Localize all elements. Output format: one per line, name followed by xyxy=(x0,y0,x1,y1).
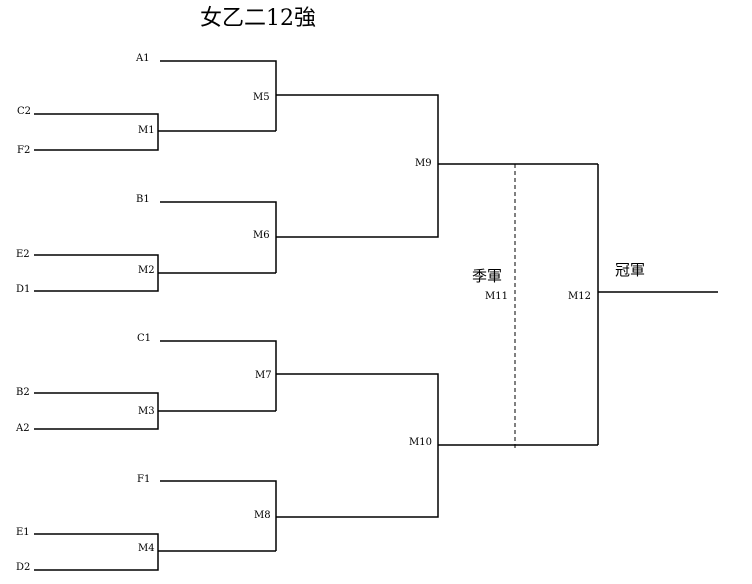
line-m1-entrants xyxy=(34,113,159,151)
bracket-title: 女乙二12強 xyxy=(200,6,316,31)
line-c1 xyxy=(160,340,277,411)
match-m5: M5 xyxy=(253,92,270,103)
third-place-label: 季軍 xyxy=(472,267,502,285)
line-b1 xyxy=(160,201,277,273)
match-m10: M10 xyxy=(409,437,432,448)
line-a1 xyxy=(160,60,277,131)
seed-f2: F2 xyxy=(17,145,30,156)
champion-label: 冠軍 xyxy=(615,261,645,279)
seed-c1: C1 xyxy=(137,333,151,344)
match-m3: M3 xyxy=(138,406,155,417)
line-m4-entrants xyxy=(34,533,159,571)
match-m7: M7 xyxy=(255,370,272,381)
seed-c2: C2 xyxy=(17,106,31,117)
seed-d2: D2 xyxy=(16,562,30,573)
match-m8: M8 xyxy=(254,510,271,521)
seed-f1: F1 xyxy=(137,474,150,485)
seed-a2: A2 xyxy=(15,423,30,434)
match-m12: M12 xyxy=(568,291,591,302)
line-f1 xyxy=(160,480,277,551)
seed-d1: D1 xyxy=(16,284,30,295)
seed-b1: B1 xyxy=(136,194,150,205)
seed-b2: B2 xyxy=(16,387,30,398)
seed-e2: E2 xyxy=(16,249,30,260)
line-m5-m6-to-m9 xyxy=(276,94,439,238)
match-m11: M11 xyxy=(485,291,508,302)
match-m2: M2 xyxy=(138,265,155,276)
seed-a1: A1 xyxy=(135,53,150,64)
match-m6: M6 xyxy=(253,230,270,241)
match-m4: M4 xyxy=(138,543,155,554)
seed-e1: E1 xyxy=(16,527,30,538)
match-m9: M9 xyxy=(415,158,432,169)
match-m1: M1 xyxy=(138,125,155,136)
